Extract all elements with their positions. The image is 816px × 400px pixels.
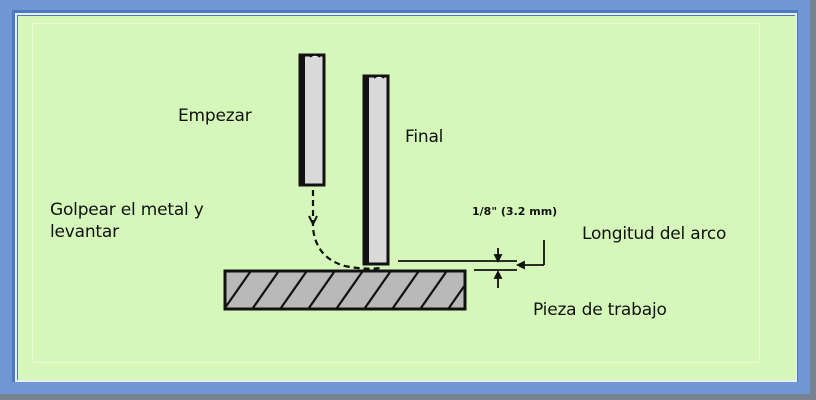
frame-highlight [15, 13, 797, 382]
electrode-final-icon [362, 74, 390, 266]
label-gap-measure: 1/8" (3.2 mm) [472, 205, 558, 218]
label-strike-line2: levantar [50, 222, 119, 242]
diagram-panel [18, 16, 796, 380]
workpiece-plate-icon [223, 269, 467, 311]
label-strike-line1: Golpear el metal y [50, 200, 204, 220]
arc-gap-dimension-icon [398, 240, 545, 288]
label-arc-length: Longitud del arco [582, 224, 727, 244]
panel-inner-glow [32, 23, 760, 363]
label-start: Empezar [178, 106, 252, 126]
strike-arrowhead-icon [308, 215, 318, 227]
label-workpiece: Pieza de trabajo [533, 300, 667, 320]
strike-path-arrow [311, 190, 381, 270]
label-final: Final [405, 127, 444, 147]
electrode-start-icon [298, 53, 326, 187]
